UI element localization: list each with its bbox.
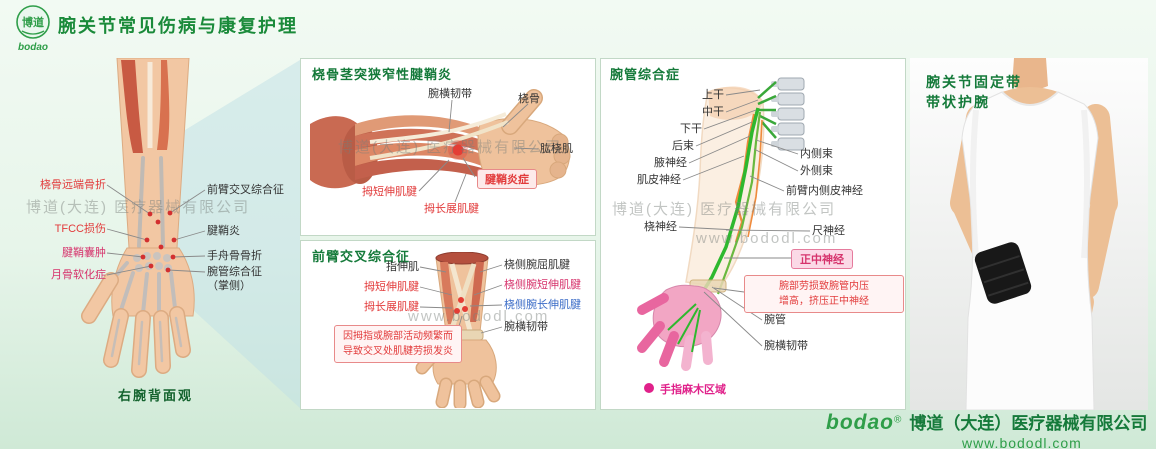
numbness-legend-label: 手指麻木区域 [660, 384, 726, 396]
label-posterior-cord: 后束 [672, 140, 694, 152]
label-distal-radius-fracture: 桡骨远端骨折 [40, 179, 106, 191]
label-carpal-tunnel-line1: 腕管综合征 [207, 266, 262, 278]
carpal-note: 腕部劳损致腕管内压 增高，挤压正中神经 [744, 275, 904, 313]
label-carpal-tunnel-palmar: 腕管综合征 （掌侧） [207, 266, 262, 294]
footer: bodao® 博道（大连）医疗器械有限公司 www.bododl.com [826, 409, 1147, 449]
label-transverse-ligament-b: 腕横韧带 [504, 321, 548, 333]
label-apl-tendon-b: 拇长展肌腱 [364, 301, 419, 313]
label-mabc-nerve: 前臂内侧皮神经 [786, 185, 863, 197]
label-extensor-digitorum: 指伸肌 [386, 261, 419, 273]
label-lower-trunk: 下干 [680, 123, 702, 135]
product-photo [910, 58, 1148, 410]
label-fcr-tendon: 桡侧腕屈肌腱 [504, 259, 570, 271]
watermark-site-1: www.bododl.com [408, 308, 550, 325]
footer-line1: bodao® 博道（大连）医疗器械有限公司 [826, 409, 1147, 435]
label-epb-tendon-b: 拇短伸肌腱 [364, 281, 419, 293]
label-lateral-cord: 外侧束 [800, 165, 833, 177]
watermark-company-2: 博道(大连) 医疗器械有限公司 [338, 139, 563, 156]
label-transverse-ligament-c: 腕横韧带 [764, 340, 808, 352]
product-title-line2: 带状护腕 [926, 94, 990, 110]
product-title-line1: 腕关节固定带 [926, 74, 1022, 90]
bodao-logo-icon: 博道 bodao [16, 5, 50, 53]
wrist-brace [974, 242, 1032, 304]
intersection-note-line1: 因拇指或腕部活动频繁而 [343, 331, 453, 342]
watermark-company-3: 博道(大连) 医疗器械有限公司 [612, 201, 837, 218]
footer-logo-text: bodao [826, 411, 894, 434]
footer-registered-mark: ® [894, 414, 902, 426]
carpal-title: 腕管综合症 [610, 67, 681, 82]
label-carpal-tunnel-line2: （掌侧） [207, 279, 251, 292]
label-apl-tendon-a: 拇长展肌腱 [424, 203, 479, 215]
label-radius-bone: 桡骨 [518, 93, 540, 105]
carpal-note-line1: 腕部劳损致腕管内压 [779, 281, 869, 292]
label-ganglion-cyst: 腱鞘囊肿 [62, 247, 106, 259]
overview-caption: 右腕背面观 [118, 388, 194, 403]
label-scaphoid-fracture: 手舟骨骨折 [207, 250, 262, 262]
label-axillary-nerve: 腋神经 [654, 157, 687, 169]
intersection-note-line2: 导致交叉处肌腱劳损发炎 [343, 346, 453, 357]
label-radial-nerve: 桡神经 [644, 221, 677, 233]
label-carpal-tunnel: 腕管 [764, 314, 786, 326]
logo-cn-text: 博道 [22, 15, 44, 29]
label-ulnar-nerve: 尺神经 [812, 225, 845, 237]
label-medial-cord: 内侧束 [800, 148, 833, 160]
numbness-legend-dot [644, 383, 654, 393]
label-lunate-malacia: 月骨软化症 [51, 269, 106, 281]
label-tenosynovitis: 腱鞘炎 [207, 225, 240, 237]
label-upper-trunk: 上干 [702, 89, 724, 101]
footer-company-name: 博道（大连）医疗器械有限公司 [909, 414, 1148, 433]
label-brachioradialis: 肱桡肌 [540, 143, 573, 155]
label-tfcc-injury: TFCC损伤 [54, 223, 106, 235]
dequervain-title: 桡骨茎突狭窄性腱鞘炎 [312, 67, 453, 82]
label-middle-trunk: 中干 [702, 106, 724, 118]
logo-en-text: bodao [18, 42, 48, 53]
label-ecrb-tendon: 桡侧腕短伸肌腱 [504, 279, 581, 291]
label-intersection-syndrome: 前臂交叉综合征 [207, 184, 284, 196]
label-sheath-inflammation: 腱鞘炎症 [477, 169, 537, 189]
watermark-site-2: www.bododl.com [696, 230, 838, 247]
watermark-company-1: 博道(大连) 医疗器械有限公司 [26, 199, 251, 216]
carpal-note-line2: 增高，挤压正中神经 [779, 296, 869, 307]
label-epb-tendon-a: 拇短伸肌腱 [362, 186, 417, 198]
page-title: 腕关节常见伤病与康复护理 [58, 16, 298, 36]
intersection-note: 因拇指或腕部活动频繁而 导致交叉处肌腱劳损发炎 [334, 325, 462, 363]
label-median-nerve: 正中神经 [791, 249, 853, 269]
label-ecrl-tendon: 桡侧腕长伸肌腱 [504, 299, 581, 311]
label-transverse-ligament-a: 腕横韧带 [428, 88, 472, 100]
footer-website: www.bododl.com [962, 435, 1082, 449]
label-musculocutaneous-nerve: 肌皮神经 [637, 174, 681, 186]
intersection-title: 前臂交叉综合征 [312, 249, 411, 264]
